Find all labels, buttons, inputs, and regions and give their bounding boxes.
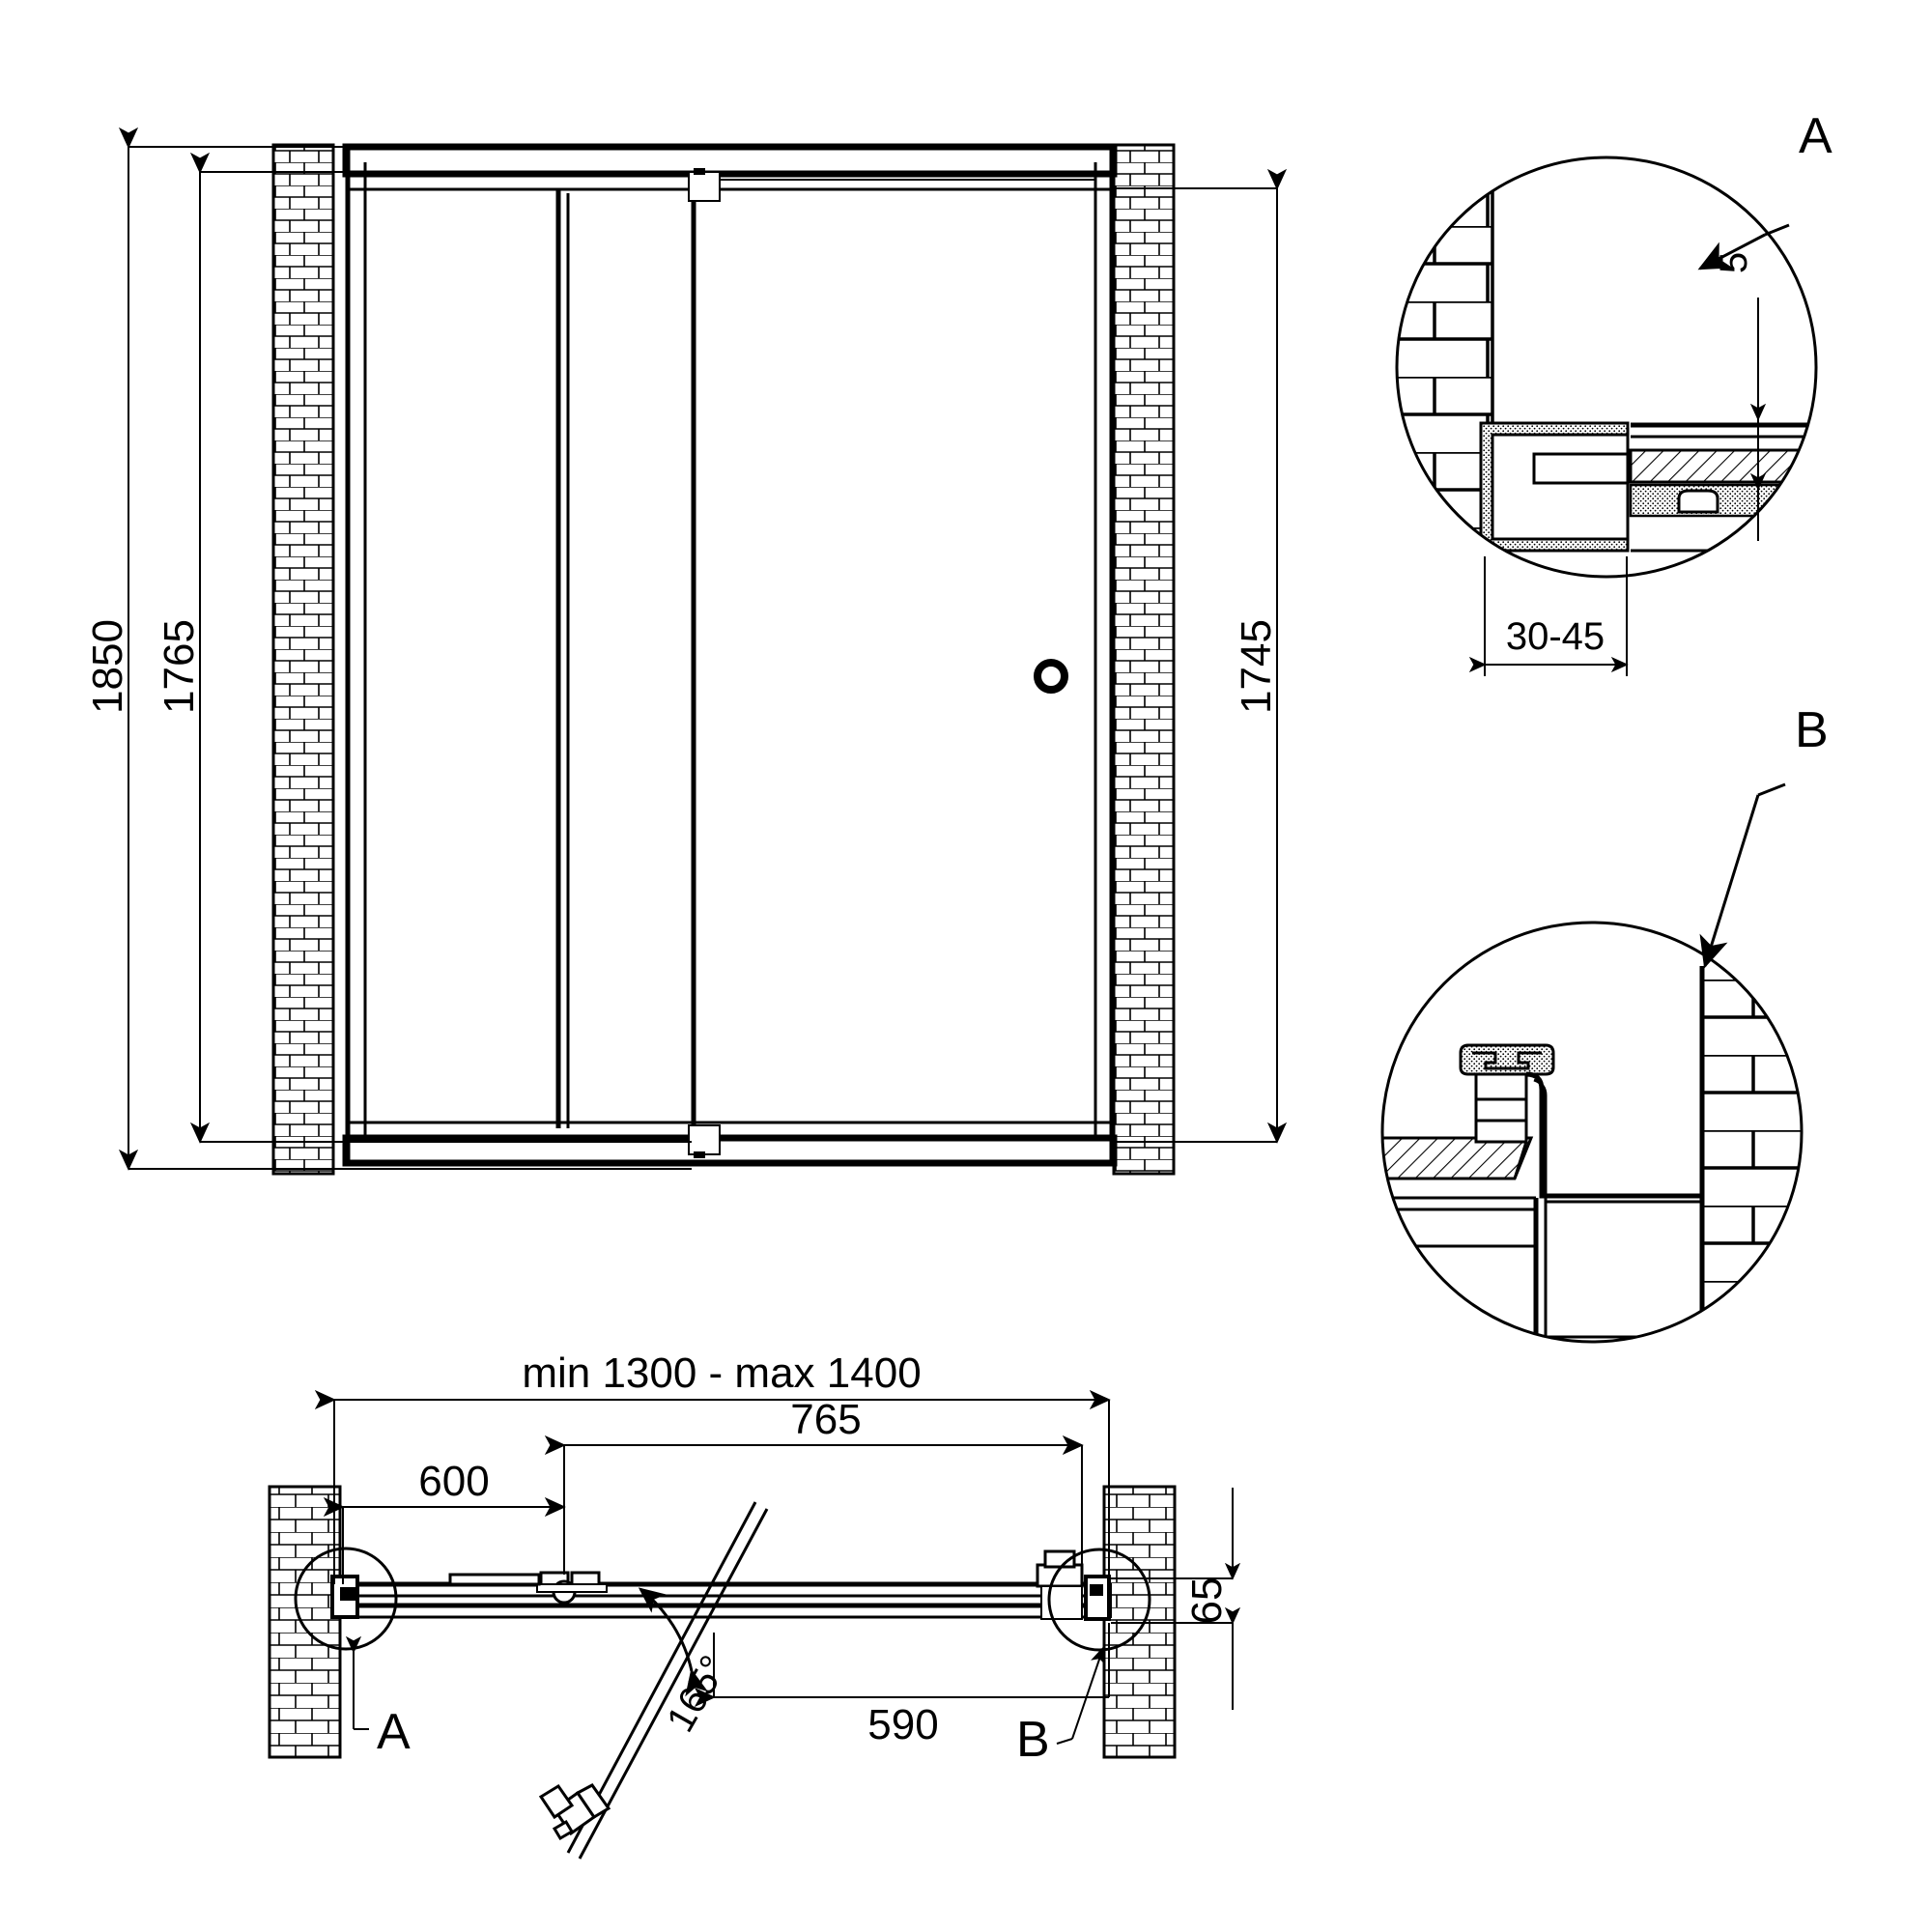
plan-section-view: A B (268, 1350, 1241, 1860)
pivot-hinge[interactable] (536, 1571, 608, 1605)
detail-b-head-profile (1459, 1043, 1702, 1204)
right-jamb-profile (1094, 147, 1115, 1163)
open-door-swing-leaf (538, 1501, 769, 1860)
plan-fixed-panel-endcap (448, 1573, 541, 1586)
plan-brick-wall-left (268, 1485, 342, 1759)
door-glass-panel (691, 179, 1096, 1154)
detail-a-dimension-5-label: 5 (1713, 252, 1755, 273)
dimension-590-label: 590 (867, 1701, 938, 1748)
detail-marker-a: A (294, 1547, 411, 1760)
detail-marker-b: B (1016, 1548, 1151, 1768)
plan-right-wall-profile (1084, 1575, 1111, 1621)
dimension-1745-label: 1745 (1233, 619, 1280, 714)
detail-b-leader (1699, 782, 1786, 969)
door-leaf-edge (555, 189, 570, 1128)
detail-a-dimension-30-45-label: 30-45 (1506, 615, 1605, 658)
plan-door-handle[interactable] (1036, 1549, 1084, 1620)
dimension-765-label: 765 (790, 1396, 861, 1443)
detail-b-lower-panel (1382, 1196, 1704, 1342)
plan-glass-band (333, 1581, 1112, 1619)
front-elevation-view: 1850 1765 1745 (84, 127, 1288, 1176)
detail-a: A 30-45 5 (1395, 108, 1833, 676)
dimension-overall-width-label: min 1300 - max 1400 (522, 1350, 921, 1397)
dimension-1765: 1765 (156, 152, 692, 1144)
detail-a-seal-strip (1629, 483, 1816, 553)
brick-wall-right (1112, 143, 1176, 1176)
plan-wall-mount-profile (330, 1575, 359, 1619)
dimension-600: 600 (323, 1458, 566, 1584)
top-hinge-block[interactable] (688, 168, 721, 202)
detail-a-glass-section (1629, 422, 1816, 484)
detail-marker-b-letter: B (1016, 1712, 1050, 1768)
dimension-600-label: 600 (418, 1458, 489, 1505)
left-jamb-profile (345, 147, 367, 1163)
detail-b: B (1380, 702, 1829, 1344)
detail-a-circle (1395, 156, 1818, 579)
detail-b-glass-section (1382, 1136, 1534, 1180)
detail-marker-a-letter: A (377, 1704, 411, 1760)
brick-wall-left (271, 143, 335, 1176)
top-frame-rail (342, 143, 1118, 191)
detail-a-dimension-30-45: 30-45 (1468, 556, 1629, 676)
dimension-1745: 1745 (1114, 168, 1288, 1144)
detail-b-letter: B (1795, 702, 1829, 758)
dimension-overall-width: min 1300 - max 1400 (314, 1350, 1111, 1584)
detail-b-circle (1380, 921, 1804, 1344)
dimension-765: 765 (544, 1396, 1084, 1573)
dimension-1765-label: 1765 (156, 619, 203, 714)
bottom-hinge-block[interactable] (688, 1124, 721, 1158)
detail-a-dimension-5: 5 (1713, 252, 1767, 541)
dimension-590: 590 (694, 1623, 1110, 1748)
dimension-1850: 1850 (84, 127, 692, 1171)
detail-a-leader (1697, 223, 1790, 270)
dimension-65-label: 65 (1183, 1577, 1231, 1625)
dimension-1850-label: 1850 (84, 619, 131, 714)
door-handle-knob[interactable] (1034, 659, 1068, 694)
detail-a-wall-profile (1479, 421, 1630, 553)
detail-a-letter: A (1799, 108, 1833, 164)
fixed-glass-panel (364, 188, 695, 1123)
swing-leaf-handle[interactable] (538, 1783, 611, 1841)
dimension-65: 65 (1111, 1488, 1241, 1710)
